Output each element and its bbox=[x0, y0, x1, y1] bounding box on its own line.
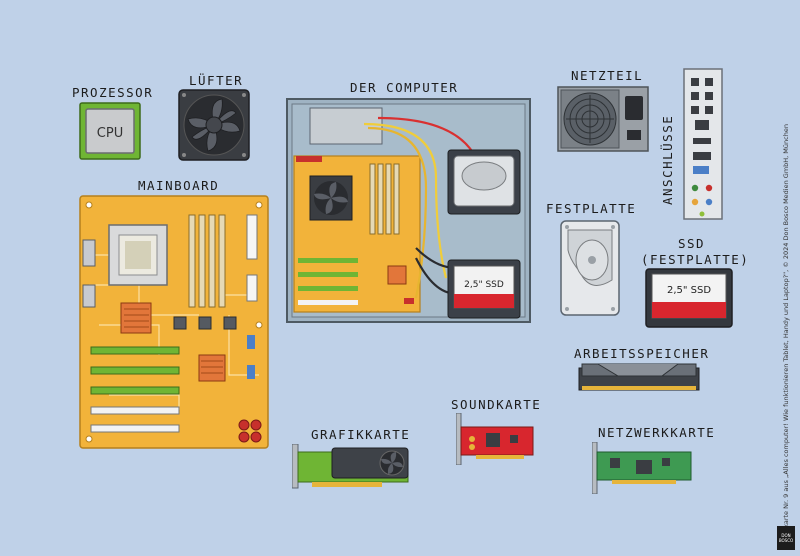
case-ssd-label: 2,5" SSD bbox=[464, 280, 504, 290]
hard-drive bbox=[560, 220, 620, 316]
ram-module bbox=[578, 363, 700, 391]
label-ssd-festplatte: (FESTPLATTE) bbox=[641, 252, 750, 267]
cpu-chip: CPU bbox=[79, 102, 141, 160]
cpu-label: CPU bbox=[97, 126, 123, 141]
io-panel bbox=[683, 68, 723, 220]
label-arbeitsspeicher: ARBEITSSPEICHER bbox=[574, 346, 710, 361]
label-prozessor: PROZESSOR bbox=[72, 85, 154, 100]
label-grafikkarte: GRAFIKKARTE bbox=[311, 427, 411, 442]
publisher-logo: DON BOSCO bbox=[777, 526, 795, 550]
network-card bbox=[592, 442, 692, 494]
ssd-label: 2,5" SSD bbox=[667, 285, 711, 296]
fan bbox=[178, 89, 250, 161]
label-ssd: SSD bbox=[678, 236, 706, 251]
computer-case: 2,5" SSD bbox=[286, 98, 531, 323]
graphics-card bbox=[292, 444, 409, 489]
label-luefter: LÜFTER bbox=[189, 73, 244, 88]
power-supply bbox=[557, 86, 649, 152]
sound-card bbox=[456, 413, 534, 465]
label-der-computer: DER COMPUTER bbox=[350, 80, 459, 95]
label-netzteil: NETZTEIL bbox=[571, 68, 644, 83]
mainboard bbox=[79, 195, 269, 449]
label-soundkarte: SOUNDKARTE bbox=[451, 397, 542, 412]
publisher-logo-text: DON BOSCO bbox=[778, 533, 794, 543]
label-anschluesse: ANSCHLÜSSE bbox=[660, 114, 675, 205]
label-mainboard: MAINBOARD bbox=[138, 178, 220, 193]
label-netzwerkkarte: NETZWERKKARTE bbox=[598, 425, 716, 440]
ssd-drive: 2,5" SSD bbox=[645, 268, 733, 328]
label-festplatte: FESTPLATTE bbox=[546, 201, 637, 216]
credit-line: Bildkarte Nr. 9 aus „Alles computer! Wie… bbox=[782, 124, 790, 540]
